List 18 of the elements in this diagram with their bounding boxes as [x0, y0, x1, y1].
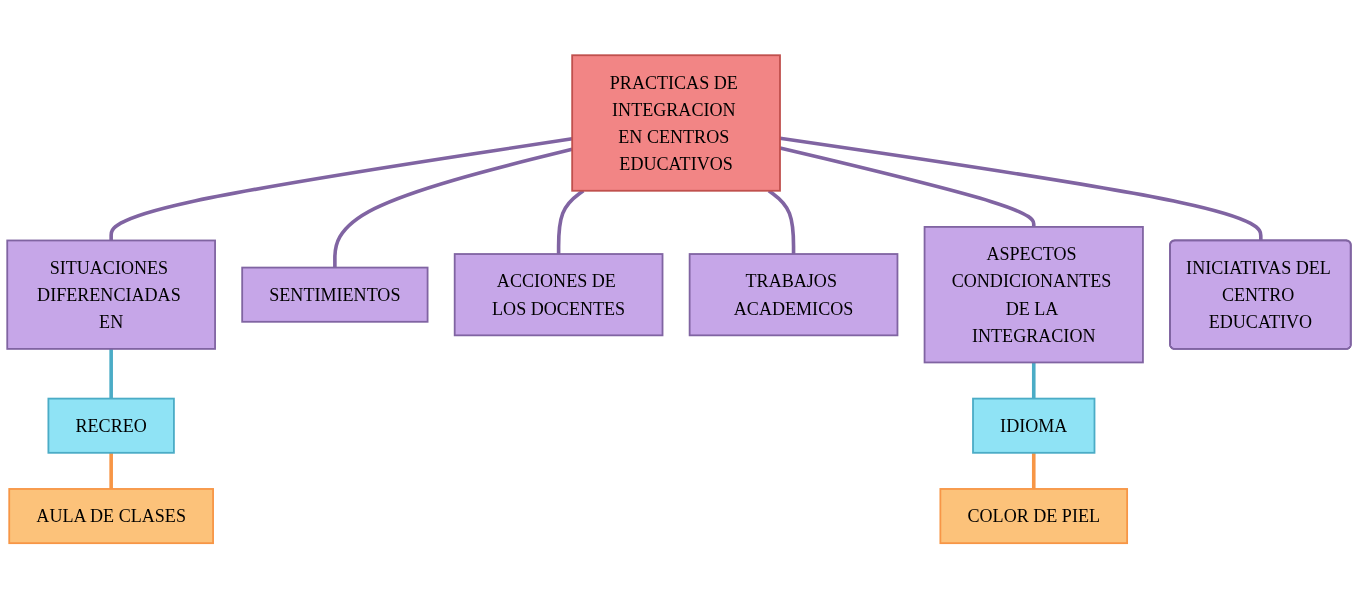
node-box: ASPECTOS CONDICIONANTES DE LA INTEGRACION: [923, 226, 1144, 364]
node-box: TRABAJOS ACADEMICOS: [688, 253, 899, 337]
connector: [1031, 453, 1036, 490]
connector: [109, 137, 573, 241]
connector: [109, 349, 113, 399]
connector: [779, 146, 1036, 228]
node-box: SITUACIONES DIFERENCIADAS EN: [6, 239, 216, 351]
node-box: IDIOMA: [972, 398, 1096, 454]
connector: [779, 136, 1263, 242]
node-box: SENTIMIENTOS: [241, 266, 429, 323]
connector: [1031, 362, 1036, 399]
connector: [333, 147, 573, 268]
connector: [109, 453, 113, 490]
node-box: PRACTICAS DE INTEGRACION EN CENTROS EDUCATIVOS: [571, 54, 781, 192]
node-box: RECREO: [47, 398, 175, 454]
node-box: COLOR DE PIEL: [939, 488, 1129, 545]
node-box: ACCIONES DE LOS DOCENTES: [453, 253, 664, 337]
node-box: AULA DE CLASES: [8, 488, 214, 545]
